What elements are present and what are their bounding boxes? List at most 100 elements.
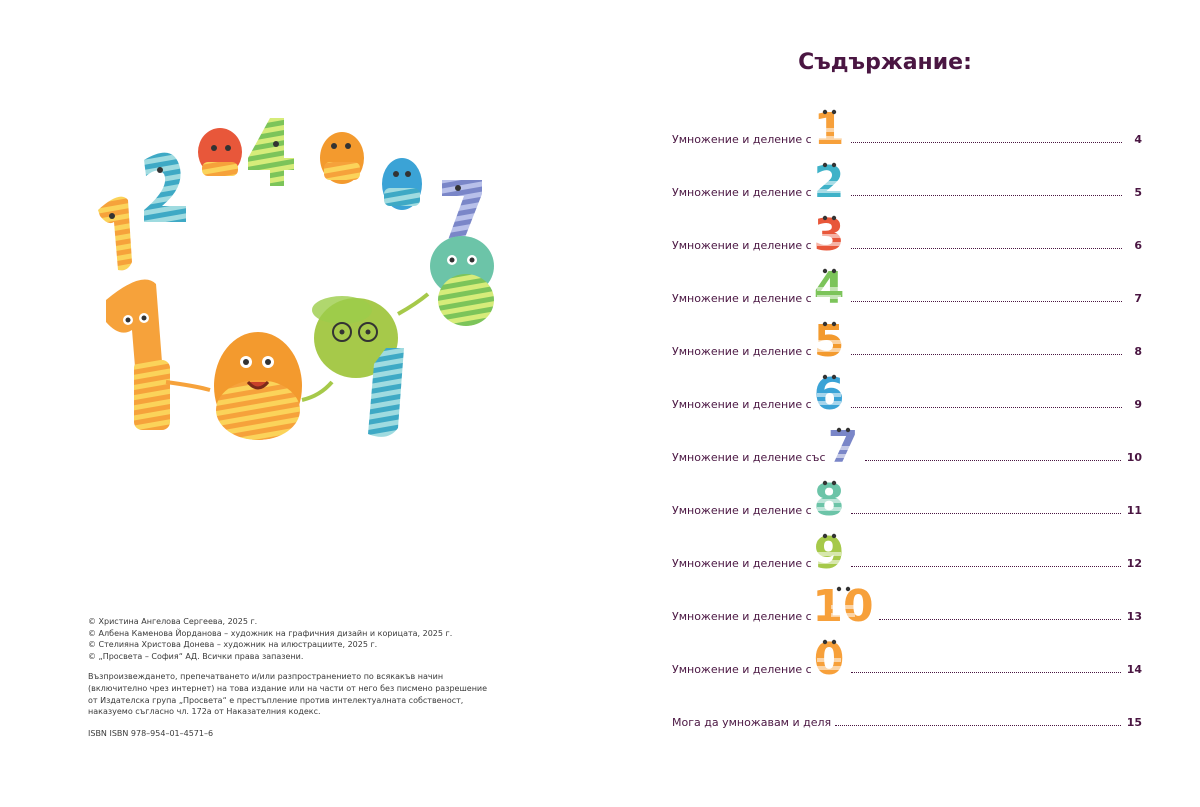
toc-entry-label: Умножение и деление с: [672, 504, 812, 517]
toc-entry-label: Умножение и деление с: [672, 133, 812, 146]
toc-page-number: 5: [1134, 186, 1142, 199]
char-four-small: [248, 118, 294, 186]
one-character-icon: 1: [813, 98, 845, 148]
toc-leader-dots: [850, 142, 1122, 143]
ten-character-icon: 10: [813, 575, 873, 625]
legal-line: наказуемо съгласно чл. 172а от Наказател…: [88, 707, 321, 717]
number-characters-image: [98, 118, 494, 440]
toc-leader-dots: [864, 460, 1121, 461]
char-eight-small: [430, 236, 494, 326]
number-characters-illustration: [80, 100, 510, 450]
copyright-block: © Христина Ангелова Сергеева, 2025 г. © …: [88, 616, 528, 662]
char-five-small: [320, 132, 364, 184]
toc-page-number: 9: [1134, 398, 1142, 411]
legal-notice: Възпроизвеждането, препечатването и/или …: [88, 671, 528, 717]
toc-entry-label: Умножение и деление с: [672, 239, 812, 252]
copyright-line: © „Просвета – София“ АД. Всички права за…: [88, 651, 304, 661]
svg-text:6: 6: [813, 369, 844, 413]
svg-text:0: 0: [813, 634, 844, 678]
toc-leader-dots: [850, 248, 1122, 249]
toc-page-number: 13: [1126, 610, 1142, 623]
svg-text:3: 3: [813, 210, 844, 254]
svg-text:4: 4: [813, 263, 844, 307]
svg-text:1: 1: [813, 104, 844, 148]
four-character-icon: 4: [813, 257, 845, 307]
char-two-small: [144, 152, 186, 222]
legal-line: от Издателска група „Просвета“ е престъп…: [88, 695, 464, 705]
toc-entry-label: Умножение и деление с: [672, 398, 812, 411]
toc-entry-label: Умножение и деление с: [672, 610, 812, 623]
char-seven-small: [442, 180, 482, 240]
toc-leader-dots: [850, 672, 1121, 673]
toc-entry-label: Умножение и деление с: [672, 663, 812, 676]
toc-entry-label: Мога да умножавам и деля: [672, 716, 832, 729]
two-character-icon: 2: [813, 151, 845, 201]
toc-page-number: 12: [1126, 557, 1142, 570]
copyright-line: © Христина Ангелова Сергеева, 2025 г.: [88, 617, 258, 626]
isbn: ISBN ISBN 978–954–01–4571–6: [88, 728, 214, 738]
toc-page-number: 15: [1126, 716, 1142, 729]
eight-character-icon: 8: [813, 469, 845, 519]
toc-page-number: 8: [1134, 345, 1142, 358]
char-zero-big: [214, 332, 302, 440]
toc-leader-dots: [850, 407, 1122, 408]
svg-text:7: 7: [827, 422, 858, 466]
toc-page-number: 10: [1126, 451, 1142, 464]
toc-title-text: Съдържание:: [798, 50, 972, 75]
toc-leader-dots: [835, 725, 1121, 726]
seven-character-icon: 7: [827, 416, 859, 466]
five-character-icon: 5: [813, 310, 845, 360]
toc-title: Съдържание:: [600, 50, 1200, 75]
copyright-line: © Стелияна Христова Донева – художник на…: [88, 640, 378, 650]
svg-text:5: 5: [813, 316, 844, 360]
char-one-small: [98, 196, 132, 271]
char-three-small: [198, 128, 242, 176]
zero-character-icon: 0: [813, 628, 845, 678]
toc-entry[interactable]: Мога да умножавам и деля 15: [672, 678, 1142, 731]
toc-leader-dots: [850, 354, 1122, 355]
toc-entry-label: Умножение и деление с: [672, 557, 812, 570]
toc-entry-label: Умножение и деление с: [672, 292, 812, 305]
toc-leader-dots: [878, 619, 1121, 620]
toc-page-number: 7: [1134, 292, 1142, 305]
six-character-icon: 6: [813, 363, 845, 413]
imprint: © Христина Ангелова Сергеева, 2025 г. © …: [88, 616, 528, 739]
char-one-big: [106, 279, 170, 430]
svg-text:8: 8: [813, 475, 844, 519]
svg-text:9: 9: [813, 528, 844, 572]
copyright-line: © Албена Каменова Йорданова – художник н…: [88, 628, 453, 638]
svg-text:10: 10: [813, 581, 873, 625]
svg-text:2: 2: [813, 157, 844, 201]
toc-leader-dots: [850, 566, 1121, 567]
legal-line: Възпроизвеждането, препечатването и/или …: [88, 672, 444, 682]
toc-page-number: 4: [1134, 133, 1142, 146]
toc-entry-label: Умножение и деление с: [672, 186, 812, 199]
toc-leader-dots: [850, 195, 1122, 196]
toc-entry-label: Умножение и деление с: [672, 345, 812, 358]
toc-entry-label: Умножение и деление със: [672, 451, 826, 464]
char-nine-big: [312, 296, 404, 437]
legal-line: (включително чрез интернет) на това изда…: [88, 683, 488, 693]
char-six-small: [382, 158, 422, 210]
toc-leader-dots: [850, 513, 1121, 514]
toc-page-number: 11: [1126, 504, 1142, 517]
three-character-icon: 3: [813, 204, 845, 254]
left-page: © Христина Ангелова Сергеева, 2025 г. © …: [80, 100, 528, 739]
toc-leader-dots: [850, 301, 1122, 302]
toc-page-number: 6: [1134, 239, 1142, 252]
nine-character-icon: 9: [813, 522, 845, 572]
